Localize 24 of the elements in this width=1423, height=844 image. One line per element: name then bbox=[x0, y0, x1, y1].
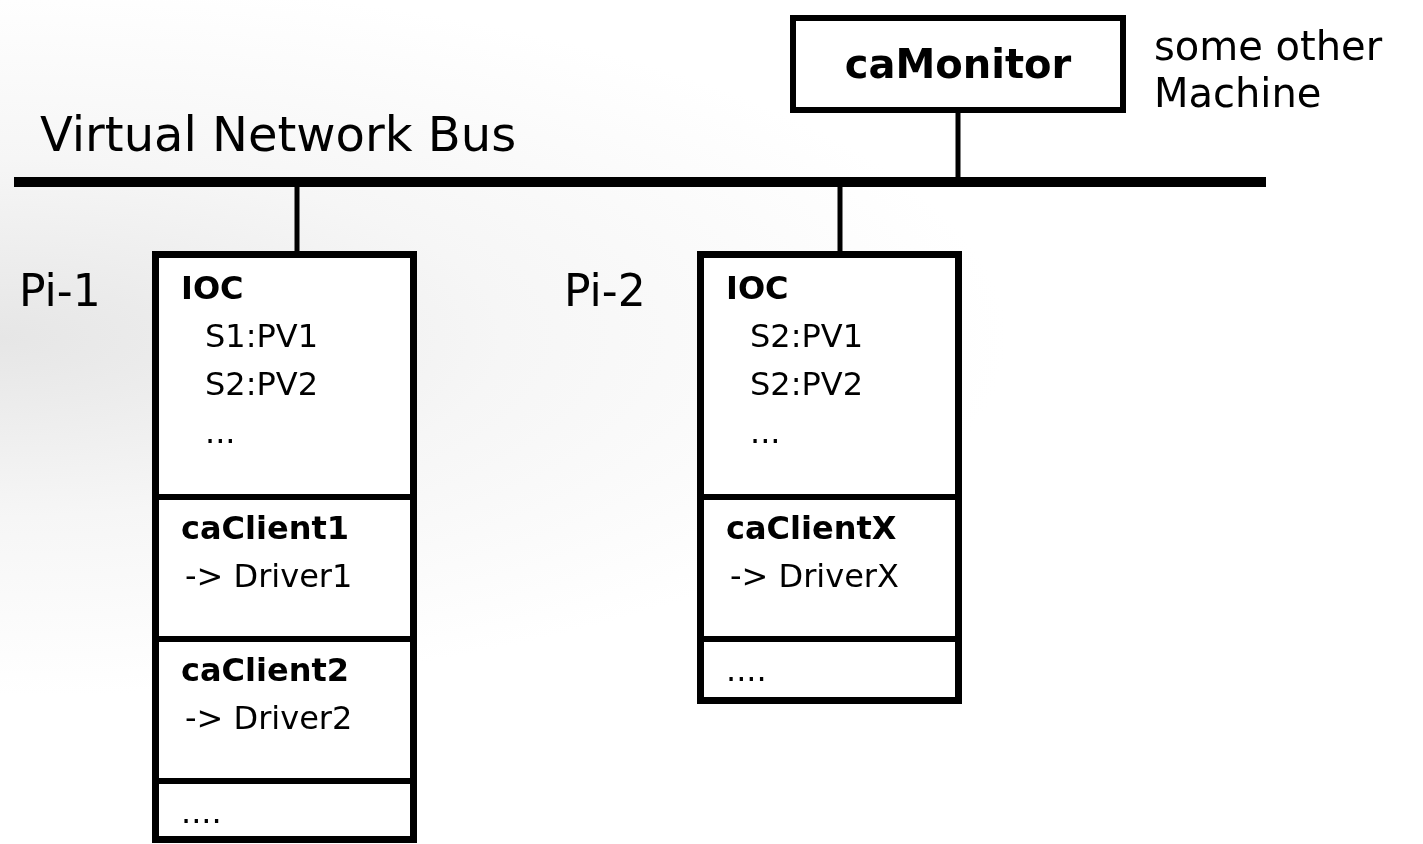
section-line: S2:PV1 bbox=[750, 320, 863, 352]
host-label: Pi-2 bbox=[564, 269, 646, 313]
section-line: -> Driver2 bbox=[185, 702, 353, 734]
connector-line bbox=[837, 187, 843, 251]
section-title: caClient1 bbox=[181, 512, 350, 544]
section-title: .... bbox=[181, 796, 222, 828]
section-line: -> Driver1 bbox=[185, 560, 353, 592]
section-line: -> DriverX bbox=[730, 560, 899, 592]
section-line: ... bbox=[750, 416, 781, 448]
section-title: caClient2 bbox=[181, 654, 350, 686]
section-title: IOC bbox=[726, 272, 789, 304]
connector-line bbox=[955, 113, 961, 177]
machine-note: some other Machine bbox=[1154, 23, 1384, 118]
box-title: caMonitor bbox=[843, 41, 1073, 87]
section-title: IOC bbox=[181, 272, 244, 304]
section-title: .... bbox=[726, 654, 767, 686]
bus-label: Virtual Network Bus bbox=[40, 110, 517, 158]
connector-line bbox=[294, 187, 300, 251]
section-line: S2:PV2 bbox=[750, 368, 863, 400]
section-line: S1:PV1 bbox=[205, 320, 318, 352]
section-line: S2:PV2 bbox=[205, 368, 318, 400]
host-label: Pi-1 bbox=[19, 269, 101, 313]
section-title: caClientX bbox=[726, 512, 897, 544]
section-line: ... bbox=[205, 416, 236, 448]
